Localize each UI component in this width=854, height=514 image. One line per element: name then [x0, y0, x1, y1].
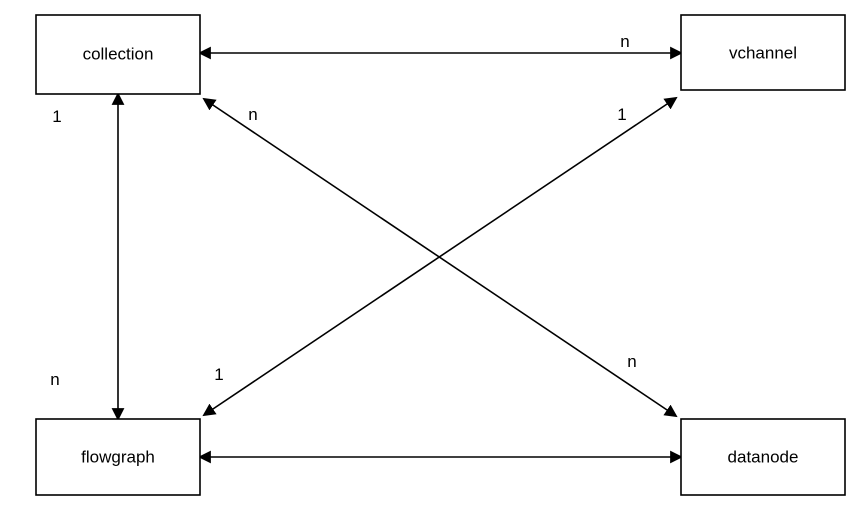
node-datanode: datanode — [680, 418, 846, 496]
cardinality-collection-datanode-n-bottom: n — [627, 352, 636, 371]
cardinality-flowgraph-vchannel-1-top: 1 — [617, 105, 626, 124]
cardinality-collection-flowgraph-1: 1 — [52, 107, 61, 126]
cardinality-collection-vchannel-n: n — [620, 32, 629, 51]
node-datanode-box — [680, 418, 846, 496]
node-vchannel-label: vchannel — [729, 44, 797, 63]
node-flowgraph-label: flowgraph — [81, 448, 155, 467]
node-datanode-label: datanode — [728, 448, 799, 467]
node-collection-box — [35, 14, 201, 95]
node-flowgraph: flowgraph — [35, 418, 201, 496]
edge-flowgraph-vchannel — [202, 96, 678, 417]
cardinality-collection-datanode-n-top: n — [248, 105, 257, 124]
node-collection: collection — [35, 14, 201, 95]
node-vchannel: vchannel — [680, 14, 846, 91]
edge-collection-datanode — [202, 97, 678, 418]
node-collection-label: collection — [83, 45, 154, 64]
node-vchannel-box — [680, 14, 846, 91]
node-flowgraph-box — [35, 418, 201, 496]
cardinality-collection-flowgraph-n: n — [50, 370, 59, 389]
cardinality-flowgraph-vchannel-1-bottom: 1 — [214, 365, 223, 384]
